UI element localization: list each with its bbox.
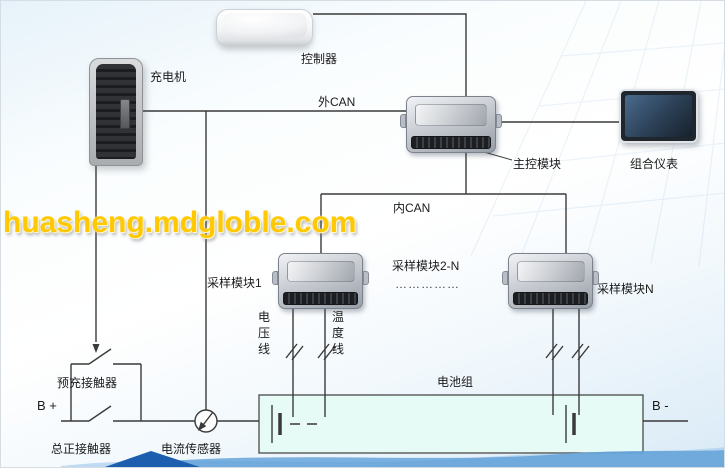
temperature-wire-label: 温度线 — [332, 310, 345, 356]
ecu-connector — [411, 136, 491, 149]
ecu-connector — [513, 292, 588, 305]
controller-device — [216, 9, 313, 47]
external-can-label: 外CAN — [318, 95, 356, 109]
arrow-down-icon — [92, 344, 100, 353]
sampling-module-2n-label: 采样模块2-N — [392, 259, 460, 273]
charger-vent-panel — [96, 64, 136, 159]
ecu-mount-tab — [363, 270, 369, 285]
sampling-module-n-label: 采样模块N — [597, 282, 654, 296]
sampling-module-1-device — [272, 253, 369, 309]
wire-controller-to-main — [313, 13, 467, 96]
charger-display-window — [120, 99, 130, 129]
ecu-lid-rib — [286, 260, 355, 283]
wave-mid — [109, 450, 724, 467]
current-sensor-label: 电流传感器 — [161, 442, 222, 456]
instrument-cluster-label: 组合仪表 — [630, 157, 679, 171]
ecu-connector — [283, 292, 358, 305]
sampling-wires — [285, 309, 590, 417]
ecu-mount-tab — [502, 270, 508, 285]
precharge-contactor-symbol — [88, 348, 112, 365]
ecu-lid-rib — [516, 260, 585, 283]
controller-top-surface — [222, 13, 307, 38]
pointer-main-module-label — [483, 151, 513, 161]
current-sensor-arrowhead — [198, 421, 207, 431]
charger-label: 充电机 — [150, 70, 187, 84]
ecu-mount-tab — [593, 270, 599, 285]
internal-can-label: 内CAN — [393, 201, 431, 215]
wave-dark-triangle — [104, 451, 200, 467]
ecu-mount-tab — [496, 114, 502, 129]
instrument-screen — [625, 95, 692, 137]
main-contactor-symbol — [88, 405, 112, 422]
battery-cell-symbols — [271, 405, 576, 443]
ecu-mount-tab — [272, 270, 278, 285]
power-wiring — [61, 166, 688, 422]
main-module-label: 主控模块 — [513, 157, 562, 171]
controller-label: 控制器 — [301, 52, 338, 66]
precharge-branch — [70, 363, 142, 421]
sampling-module-1-label: 采样模块1 — [207, 276, 262, 290]
wire-break-marks-4 — [571, 343, 590, 361]
precharge-contactor-label: 预充接触器 — [57, 376, 118, 390]
instrument-cluster-device — [619, 89, 698, 143]
ecu-lid-rib — [415, 103, 487, 126]
wire-break-marks-2 — [317, 343, 336, 361]
watermark-text: huasheng.mdgloble.com — [3, 206, 357, 239]
main-control-module-device — [400, 96, 502, 153]
charger-device — [89, 58, 143, 166]
wire-break-marks-1 — [285, 343, 304, 361]
b-plus-terminal-label: B + — [37, 398, 57, 413]
wire-break-marks-3 — [545, 343, 564, 361]
sampling-module-n-device — [502, 253, 599, 309]
voltage-wire-label: 电压线 — [258, 310, 271, 356]
main-positive-contactor-label: 总正接触器 — [51, 442, 112, 456]
can-wiring — [143, 13, 619, 410]
b-minus-terminal-label: B - — [652, 398, 669, 413]
battery-pack-label: 电池组 — [437, 375, 474, 389]
sampling-ellipsis-dots: …………… — [395, 277, 460, 291]
ecu-mount-tab — [400, 114, 406, 129]
